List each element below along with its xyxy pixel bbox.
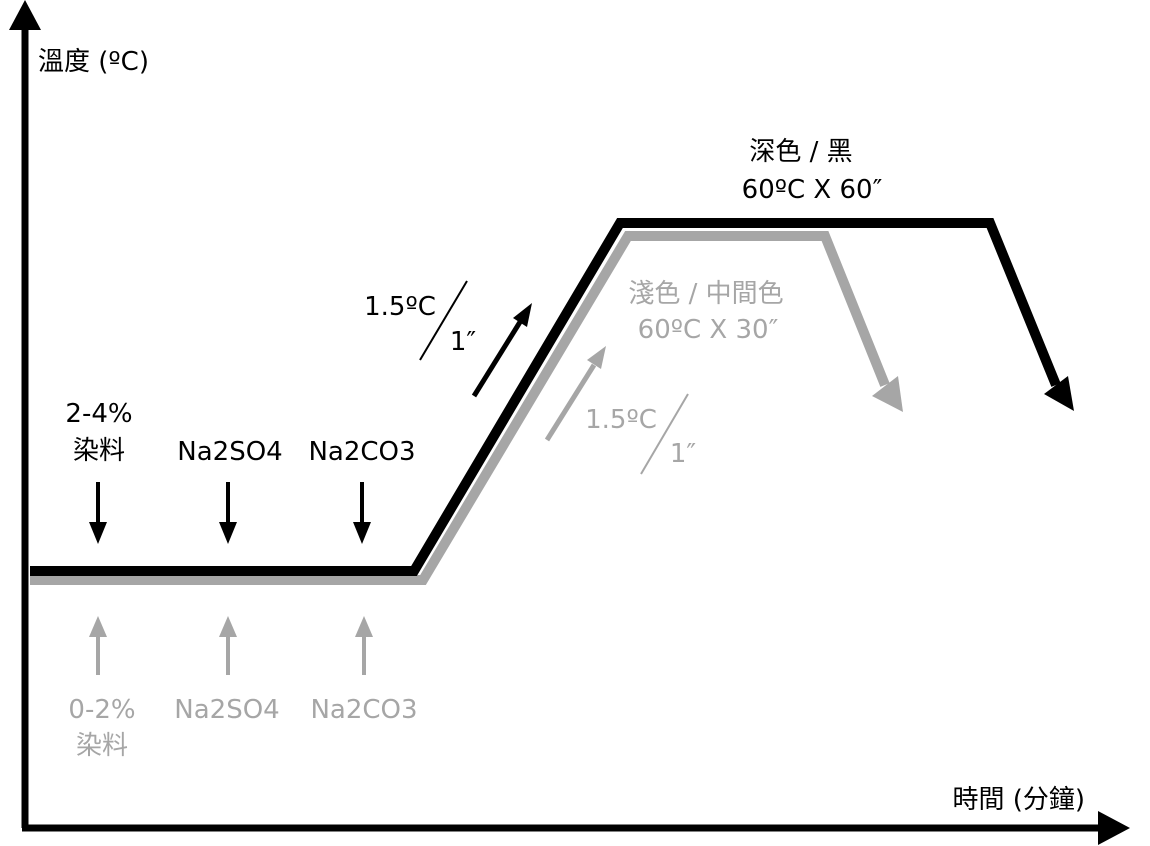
light-dye-word: 染料 [76, 731, 128, 761]
light-rate-arrowhead [587, 346, 606, 369]
x-axis-arrowhead [1098, 811, 1130, 845]
light-dye-arrowhead [89, 616, 107, 637]
dark-rate-slash [419, 280, 468, 361]
dark-dye-percent: 2-4% [65, 399, 132, 429]
dark-process-curve [30, 218, 1061, 576]
light-dye-percent: 0-2% [68, 695, 135, 725]
y-axis-label: 溫度 (ºC) [38, 47, 149, 77]
x-axis-label: 時間 (分鐘) [952, 785, 1085, 815]
light-soda-label: Na2CO3 [310, 695, 417, 725]
light-salt-arrowhead [219, 616, 237, 637]
dark-hold-title: 深色 / 黑 [749, 137, 852, 167]
dark-rate-bottom: 1″ [450, 327, 477, 357]
dark-soda-arrowhead [353, 522, 371, 544]
light-rate-slash [640, 393, 689, 475]
dark-dye-word: 染料 [73, 436, 125, 466]
dark-salt-label: Na2SO4 [177, 437, 282, 467]
dark-rate-arrow-shaft [471, 320, 523, 398]
dark-salt-arrowhead [219, 522, 237, 544]
light-process-curve [30, 231, 890, 585]
light-rate-arrow-shaft [544, 363, 597, 442]
light-process-end-arrowhead [872, 376, 903, 412]
dark-dye-arrowhead [89, 522, 107, 544]
dark-rate-top: 1.5ºC [364, 292, 436, 322]
light-process: 1.5ºC 1″ 淺色 / 中間色 60ºC X 30″ 0-2% 染料 Na2… [30, 231, 903, 761]
light-hold-spec: 60ºC X 30″ [638, 315, 779, 345]
dark-hold-spec: 60ºC X 60″ [742, 175, 883, 205]
light-rate-top: 1.5ºC [585, 405, 657, 435]
dark-rate-arrowhead [513, 303, 532, 327]
dark-process-end-arrowhead [1044, 376, 1074, 411]
light-soda-arrowhead [355, 616, 373, 637]
y-axis-arrowhead [9, 0, 41, 30]
light-salt-label: Na2SO4 [174, 695, 279, 725]
light-rate-bottom: 1″ [670, 439, 697, 469]
dark-soda-label: Na2CO3 [308, 437, 415, 467]
dark-process: 1.5ºC 1″ 深色 / 黑 60ºC X 60″ 2-4% 染料 Na2SO… [30, 137, 1074, 576]
light-hold-title: 淺色 / 中間色 [628, 279, 783, 309]
axes: 溫度 (ºC) 時間 (分鐘) [9, 0, 1130, 845]
